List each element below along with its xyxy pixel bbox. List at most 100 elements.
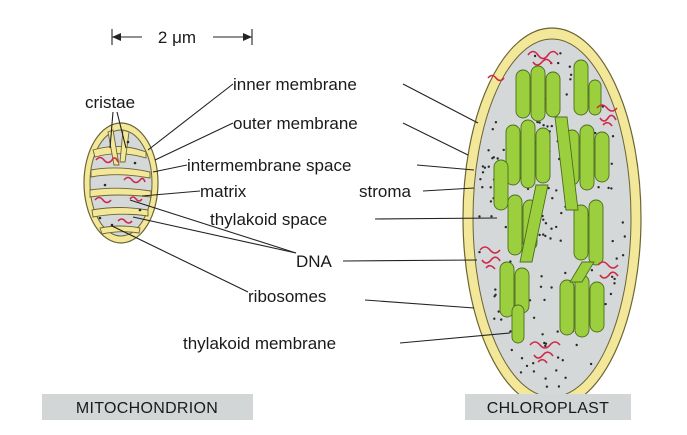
ribosome-dot <box>500 318 503 321</box>
ribosome-dot <box>539 285 543 288</box>
labels: cristae inner membrane outer membrane in… <box>85 75 412 353</box>
ribosome-dot <box>489 186 492 189</box>
ribosome-dot <box>502 148 505 152</box>
ribosome-dot <box>559 239 562 242</box>
ribosome-dot <box>569 73 573 77</box>
caption-chloroplast-text: CHLOROPLAST <box>487 400 609 417</box>
ribosome-dot <box>494 288 497 291</box>
cristae-folds <box>89 129 152 235</box>
ribosome-dot <box>540 275 543 278</box>
ribosome-dot <box>532 362 535 365</box>
ribosome-dot <box>541 333 544 336</box>
label-intermembrane-space: intermembrane space <box>187 156 351 175</box>
ribosome-dot <box>611 275 614 278</box>
ribosome-dot <box>532 316 536 319</box>
ribosome-dot <box>504 225 507 229</box>
ribosome-dot <box>487 165 490 168</box>
ribosome-dot <box>520 357 524 360</box>
ribosome-dot <box>555 189 558 192</box>
ribosome-dot <box>623 235 626 238</box>
ribosome-dot <box>538 233 541 237</box>
ribosome-dot <box>611 239 614 243</box>
label-ribosomes: ribosomes <box>248 287 326 306</box>
label-stroma: stroma <box>359 182 412 201</box>
ribosome-dot <box>481 186 484 189</box>
ribosome-dot <box>483 166 487 169</box>
scale-bar: 2 μm <box>111 28 253 47</box>
ribosome-dot <box>597 186 600 189</box>
ribosome-dot <box>590 269 594 272</box>
ribosome-dot <box>610 162 613 165</box>
ribosome-dot <box>561 359 564 362</box>
leader-lines <box>109 83 511 344</box>
ribosome-dot <box>478 215 481 218</box>
mitochondrion <box>83 122 159 244</box>
ribosome-dot <box>489 200 493 203</box>
ribosome-dot <box>594 131 597 135</box>
mito-dna <box>94 156 146 224</box>
ribosome-dot <box>555 369 558 372</box>
ribosome-dot <box>533 54 537 58</box>
chloro-dna <box>479 50 619 364</box>
ribosome-dot <box>497 310 500 313</box>
ribosome-dot <box>551 197 554 200</box>
ribosome-dot <box>487 149 490 152</box>
ribosome-dot <box>546 125 549 128</box>
label-thylakoid-membrane: thylakoid membrane <box>183 334 336 353</box>
ribosome-dot <box>556 356 560 359</box>
ribosome-dot <box>481 171 485 174</box>
ribosome-dot <box>549 237 552 240</box>
ribosome-dot <box>613 282 616 285</box>
ribosome-dot <box>560 211 563 215</box>
ribosome-dot <box>607 186 610 190</box>
ribosome-dot <box>611 135 615 138</box>
label-dna: DNA <box>296 252 333 271</box>
ribosome-dot <box>557 385 561 388</box>
ribosome-dot <box>544 377 547 380</box>
ribosome-dot <box>496 157 499 160</box>
ribosome-dot <box>542 218 545 221</box>
ribosome-dot <box>544 344 547 348</box>
ribosome-dot <box>545 385 549 388</box>
ribosome-dot <box>494 293 497 296</box>
ribosome-dot <box>478 250 481 254</box>
ribosome-dot <box>543 298 546 302</box>
ribosome-dot <box>575 343 578 347</box>
ribosome-dot <box>565 93 568 96</box>
ribosome-dot <box>609 292 613 296</box>
ribosome-dot <box>621 254 625 257</box>
ribosome-dot <box>479 178 482 181</box>
ribosome-dot <box>564 271 567 275</box>
ribosome-dot <box>494 121 498 124</box>
ribosome-dot <box>555 225 558 229</box>
label-outer-membrane: outer membrane <box>233 114 358 133</box>
ribosome-dot <box>544 342 548 345</box>
label-inner-membrane: inner membrane <box>233 75 357 94</box>
ribosome-dot <box>615 257 618 260</box>
label-matrix: matrix <box>200 182 247 201</box>
ribosome-dot <box>621 221 624 224</box>
ribosome-dot <box>613 277 616 281</box>
ribosome-dot <box>519 371 523 374</box>
ribosome-dot <box>491 157 494 160</box>
scale-bar-label: 2 μm <box>158 28 196 47</box>
ribosome-dot <box>481 165 485 168</box>
ribosome-dot <box>610 187 613 190</box>
ribosome-dot <box>550 124 553 128</box>
ribosome-dot <box>544 222 548 225</box>
ribosome-dot <box>532 370 536 373</box>
ribosome-dot <box>490 215 493 218</box>
chloroplast <box>462 27 642 409</box>
ribosome-dot <box>509 330 512 333</box>
ribosome-dot <box>538 121 541 124</box>
ribosome-dot <box>491 128 494 131</box>
mito-ribosomes <box>98 140 142 227</box>
label-thylakoid-space: thylakoid space <box>210 210 327 229</box>
ribosome-dot <box>493 317 496 320</box>
thylakoid-grana <box>493 59 610 344</box>
ribosome-dot <box>604 302 607 306</box>
ribosome-dot <box>525 364 529 368</box>
caption-chloroplast: CHLOROPLAST <box>465 394 631 420</box>
caption-mitochondrion: MITOCHONDRION <box>42 394 253 420</box>
